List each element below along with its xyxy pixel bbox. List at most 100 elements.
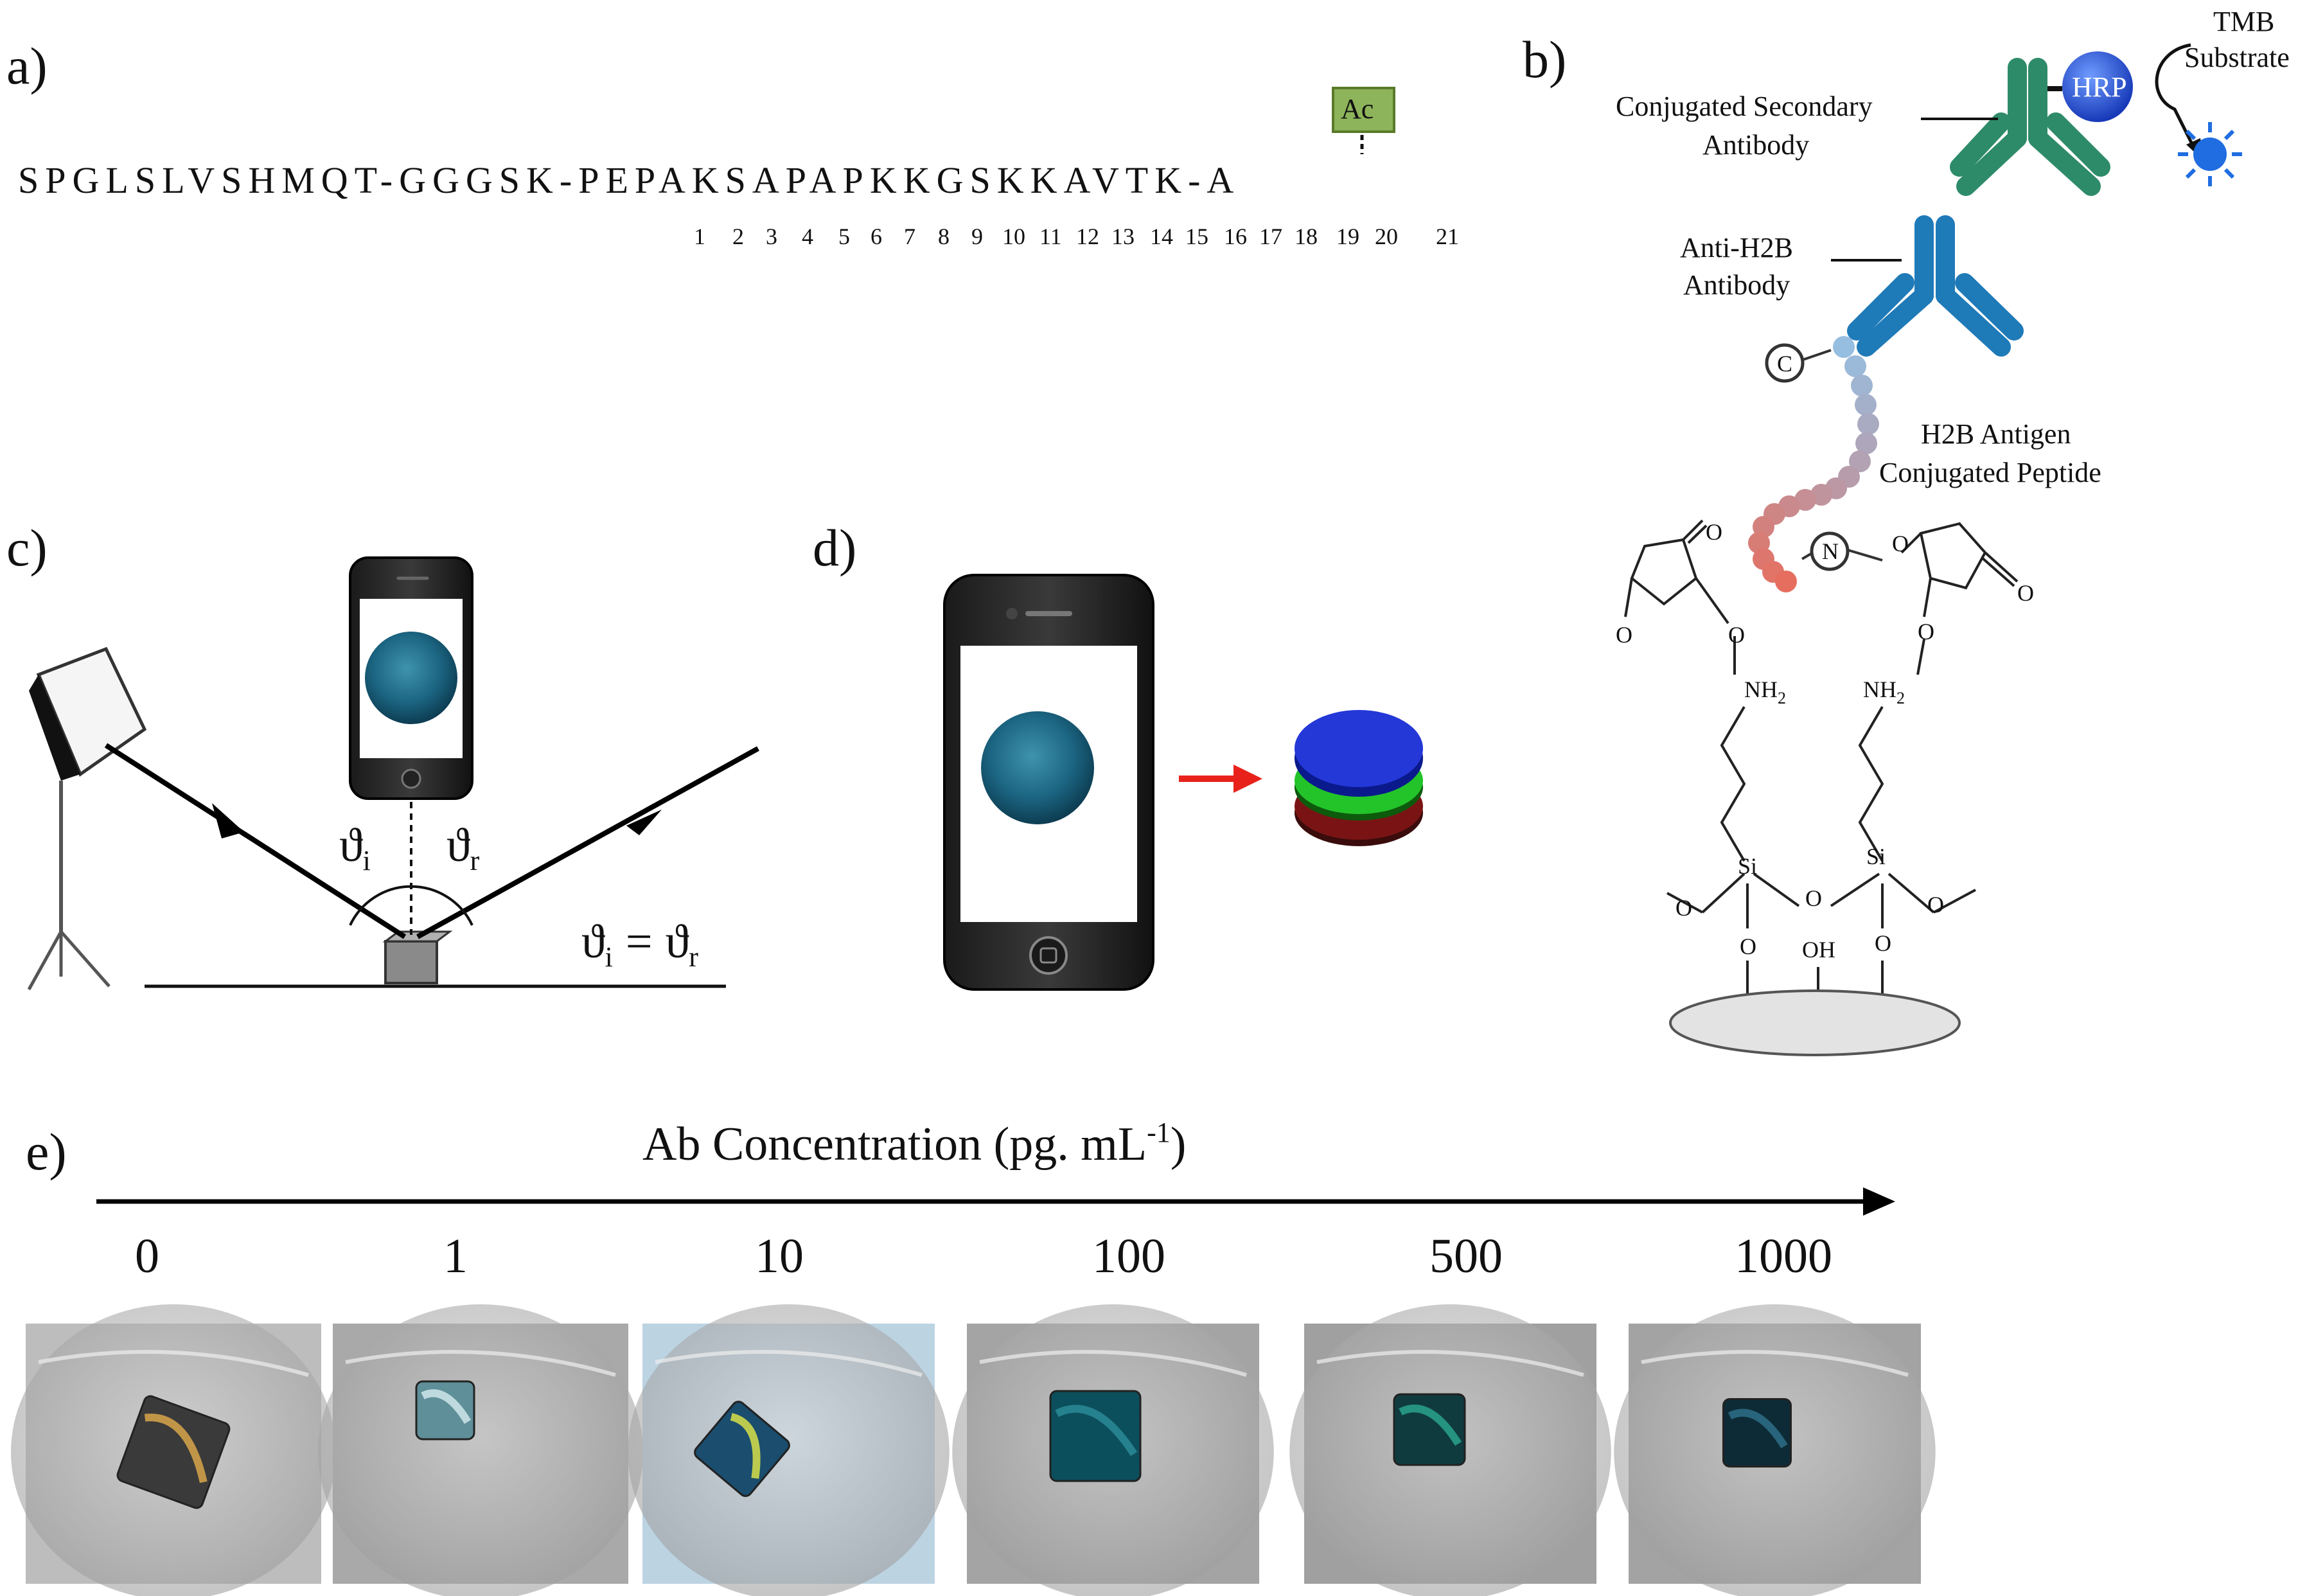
rgb-channel-stack (1295, 710, 1423, 846)
reflection-law: ϑi=ϑr (581, 916, 698, 973)
peptide-panel: Ac SPGLSLVSHMQT-GGGSK-PEPAKSAPAPKKGSKKAV… (18, 87, 1459, 249)
secondary-antibody-label-2: Antibody (1702, 129, 1809, 161)
surface-chemistry (1624, 519, 2019, 1018)
sample-photo (318, 1304, 643, 1596)
carbonyl-o-1: O (1706, 519, 1722, 545)
substrate-surface (1669, 989, 1961, 1056)
position-number: 4 (802, 224, 813, 249)
hydroxyl-surface: OH (1802, 937, 1835, 962)
position-number: 21 (1436, 224, 1459, 249)
concentration-label: 0 (135, 1229, 159, 1283)
peptide-bead-chain (1748, 336, 1879, 592)
position-number: 10 (1002, 224, 1025, 249)
c-terminus-marker (1765, 343, 1805, 383)
position-number: 17 (1259, 224, 1282, 249)
oxygen-surface-left: O (1740, 934, 1756, 959)
anti-h2b-label-2: Antibody (1683, 269, 1790, 301)
peptide-bead (1851, 375, 1873, 396)
sample-block (384, 940, 438, 984)
position-number: 14 (1150, 224, 1173, 249)
concentration-label: 1 (443, 1229, 468, 1283)
colored-product-icon (2178, 122, 2242, 186)
carbonyl-o-4: O (2017, 580, 2034, 606)
oxygen-surface-right: O (1875, 930, 1891, 956)
tmb-reaction-arrow (2155, 43, 2196, 149)
position-number: 8 (938, 224, 950, 249)
theta-i-label: ϑi (339, 819, 371, 876)
position-number: 5 (838, 224, 850, 249)
immunoassay-schematic: TMB Substrate HRP Conjugated (1616, 6, 2290, 1056)
concentration-label: 10 (755, 1229, 804, 1283)
panel-label-c: c) (6, 519, 48, 577)
position-number: 13 (1111, 224, 1135, 249)
position-number: 12 (1076, 224, 1099, 249)
position-number: 7 (904, 224, 915, 249)
acetyl-label: Ac (1341, 93, 1374, 125)
c-terminus-label: C (1777, 351, 1792, 377)
position-number: 3 (766, 224, 777, 249)
position-number: 11 (1039, 224, 1062, 249)
oxygen-bridge: O (1805, 885, 1822, 911)
theta-r-label: ϑr (446, 819, 480, 876)
sample-photo (11, 1304, 336, 1596)
silicon-right: Si (1866, 844, 1886, 869)
amine-left: NH2 (1744, 677, 1786, 707)
antigen-label-2: Conjugated Peptide (1879, 457, 2101, 488)
reflection-geometry: ϑi ϑr ϑi=ϑr (27, 556, 759, 991)
sample-photo (1289, 1304, 1611, 1596)
studio-light-icon (27, 646, 147, 991)
tmb-label: TMB (2213, 6, 2274, 37)
reflected-ray (416, 746, 759, 939)
position-number: 19 (1336, 224, 1359, 249)
smartphone-icon-overhead (349, 556, 473, 800)
peptide-bead (1775, 571, 1797, 592)
hrp-enzyme (2062, 51, 2133, 122)
position-number: 6 (871, 224, 882, 249)
oxygen-left: O (1675, 895, 1692, 921)
linker-o-2: O (1918, 619, 1934, 644)
peptide-bead (1844, 355, 1866, 377)
silicon-left: Si (1738, 853, 1757, 879)
peptide-bead (1833, 336, 1855, 358)
panel-label-d: d) (813, 519, 856, 577)
substrate-label: Substrate (2184, 42, 2290, 73)
secondary-antibody-label-1: Conjugated Secondary (1616, 91, 1873, 122)
concentration-series: Ab Concentration (pg. mL-1) 0 1 10 100 500 10… (11, 1117, 1936, 1596)
sample-photo (628, 1304, 950, 1596)
amine-right: NH2 (1863, 677, 1905, 707)
carbonyl-o-2: O (1616, 622, 1632, 648)
anti-h2b-label-1: Anti-H2B (1680, 232, 1793, 263)
n-terminus-label: N (1822, 538, 1839, 564)
incident-ray (104, 743, 407, 939)
concentration-label: 1000 (1735, 1229, 1832, 1283)
peptide-bead (1849, 450, 1871, 472)
antigen-label-1: H2B Antigen (1921, 418, 2071, 450)
secondary-antibody (1950, 58, 2110, 196)
hrp-label: HRP (2072, 71, 2127, 103)
concentration-label: 100 (1092, 1229, 1165, 1283)
position-number: 15 (1185, 224, 1208, 249)
position-number: 9 (971, 224, 983, 249)
acetyl-badge (1332, 87, 1395, 133)
rgb-analysis-panel (943, 574, 1423, 991)
position-number: 16 (1224, 224, 1247, 249)
position-number: 1 (694, 224, 705, 249)
smartphone-icon (943, 574, 1154, 991)
sample-photo (952, 1304, 1274, 1596)
anti-h2b-antibody (1847, 215, 2024, 357)
peptide-bead (1855, 394, 1877, 416)
peptide-bead (1855, 432, 1877, 454)
position-number: 20 (1375, 224, 1398, 249)
panel-label-e: e) (26, 1122, 67, 1181)
carbonyl-o-3: O (1892, 531, 1909, 556)
panel-label-a: a) (6, 37, 48, 95)
concentration-axis-title: Ab Concentration (pg. mL-1) (642, 1117, 1186, 1171)
peptide-bead (1857, 413, 1879, 435)
oxygen-right: O (1927, 892, 1944, 918)
concentration-label: 500 (1429, 1229, 1503, 1283)
peptide-sequence: SPGLSLVSHMQT-GGGSK-PEPAKSAPAPKKGSKKAVTK-… (18, 159, 1240, 201)
position-number: 18 (1295, 224, 1318, 249)
position-number: 2 (732, 224, 744, 249)
panel-label-b: b) (1523, 30, 1566, 89)
